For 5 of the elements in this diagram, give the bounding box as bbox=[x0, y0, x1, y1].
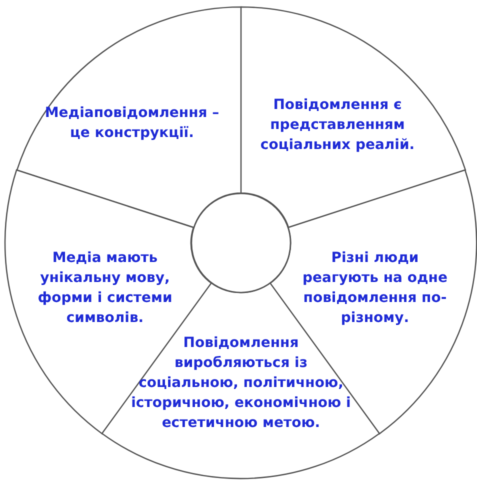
segment-text: Медіа мають унікальну мову, форми і системи символів. bbox=[36, 248, 174, 328]
segment-text: Медіаповідомлення – це конструкції. bbox=[44, 104, 220, 143]
segment-text: Повідомлення є представленням соціальних реалій. bbox=[259, 96, 416, 155]
segment-text: Повідомлення виробляються із соціальною, політичною, історичною, економічною і естетичною метою. bbox=[130, 334, 352, 433]
segment-text: Різні люди реагують на одне повідомлення по-різному. bbox=[302, 248, 448, 328]
